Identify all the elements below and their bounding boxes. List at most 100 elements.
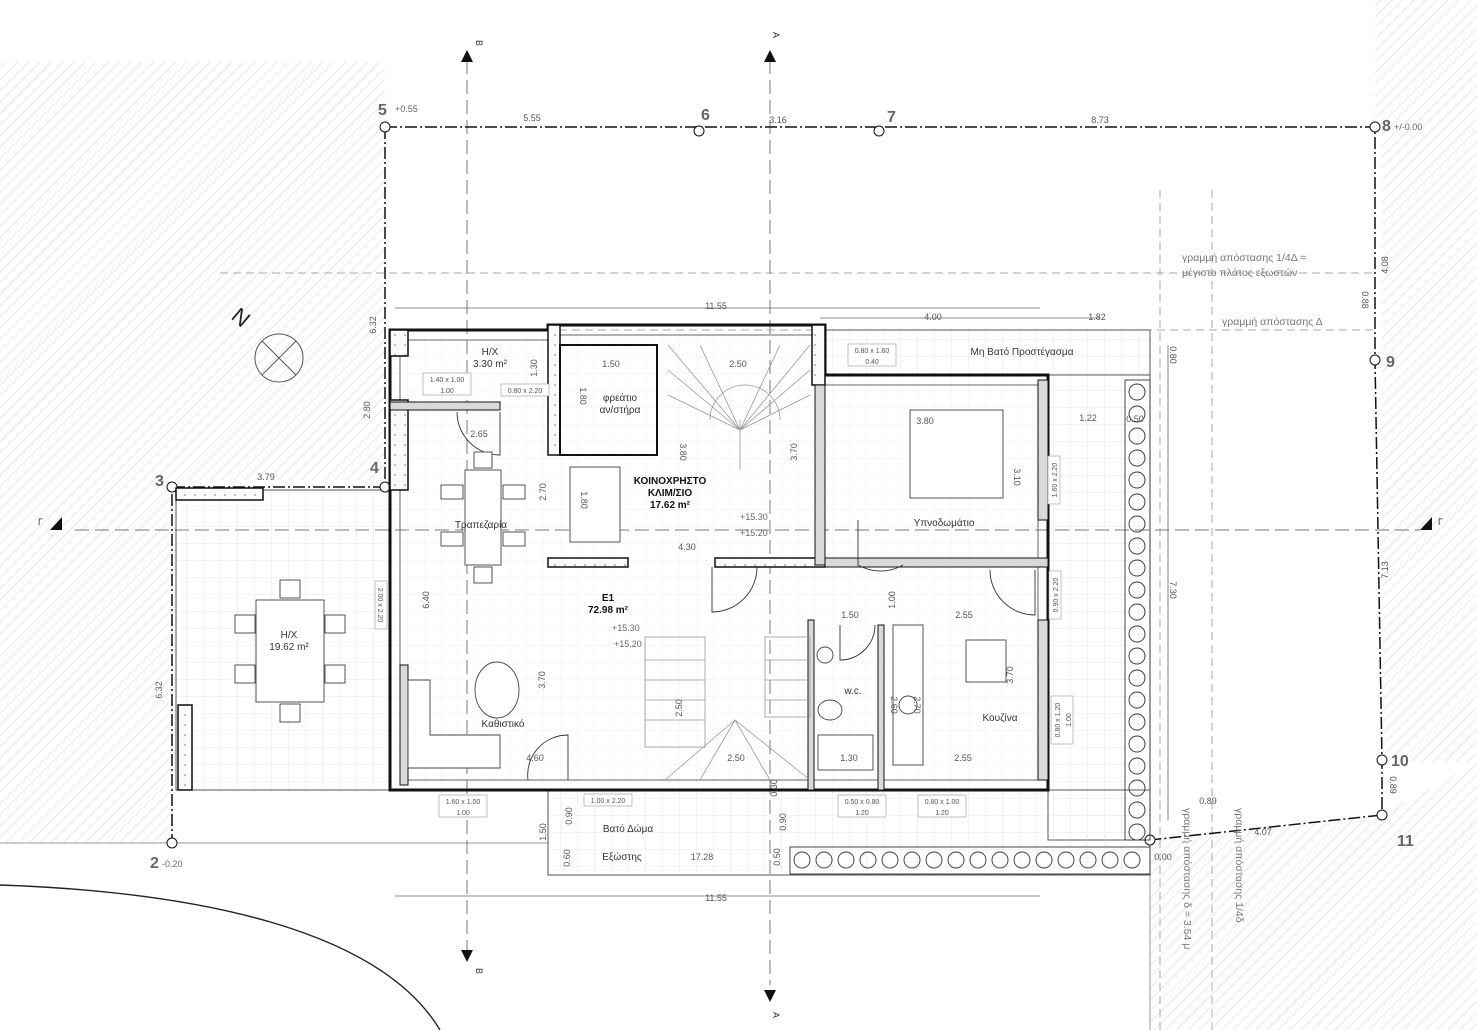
- plant-icon: [859, 851, 877, 869]
- room-label: H/X: [482, 347, 499, 358]
- plant-icon: [793, 851, 811, 869]
- dimension-label: 0.80: [1168, 346, 1178, 364]
- opening-sill: 0.40: [865, 359, 879, 366]
- dimension-label: 5.55: [523, 113, 541, 123]
- dimension-label: 1.22: [1079, 413, 1097, 423]
- plant-icon: [1128, 735, 1146, 753]
- opening-sill: 1.20: [855, 810, 869, 817]
- opening-tag-box: [847, 343, 897, 367]
- level-label: +15.20: [614, 639, 642, 649]
- plant-icon: [1128, 427, 1146, 445]
- opening-tag-box: [438, 794, 488, 818]
- dimension-label: 0.90: [778, 813, 788, 831]
- wheelchair-lift: [569, 466, 621, 543]
- plant-icon: [1128, 647, 1146, 665]
- setback-lines: [220, 190, 1375, 1030]
- dimension-label: 2.70: [538, 483, 548, 501]
- plant-icon: [1101, 851, 1119, 869]
- plant-icon: [1128, 603, 1146, 621]
- dimension-label: 3.70: [789, 443, 799, 461]
- plant-icon: [1013, 851, 1031, 869]
- dimension-label: 3.70: [1005, 666, 1015, 684]
- plant-icon: [903, 851, 921, 869]
- room-label: ΚΛΙΜ/ΣΙΟ: [648, 488, 693, 499]
- plant-icon: [1128, 801, 1146, 819]
- room-labels: H/X3.30 m²φρεάτιοαν/στήραΤραπεζαρίαΚΟΙΝΟ…: [269, 346, 1073, 863]
- setback-notes: γραμμή απόστασης 1/4Δ = μέγιστο πλάτος ε…: [1181, 252, 1323, 949]
- opening-tag-box: [837, 794, 887, 818]
- grid-point-labels: 5 +0.55 6 7 8 +/-0.00 9 10 11 3 4 2 -0.2…: [150, 102, 1422, 872]
- grid-point-2: 2: [150, 855, 159, 872]
- level-labels: +15.30+15.20+15.30+15.20: [612, 512, 768, 649]
- bed: [909, 409, 1004, 499]
- dimension-label: 1.50: [841, 610, 859, 620]
- room-label: w.c.: [843, 686, 861, 697]
- section-label-g-left: Γ: [38, 517, 43, 527]
- opening-tag: 0.80 x 1.001.20: [917, 794, 967, 818]
- plant-icon: [815, 851, 833, 869]
- dimension-label: 3.70: [537, 671, 547, 689]
- plant-icon: [947, 851, 965, 869]
- dimension-label: 1.50: [602, 359, 620, 369]
- room-label: Τραπεζαρία: [455, 519, 507, 531]
- plant-icon: [1128, 559, 1146, 577]
- dimension-label: 6.32: [368, 316, 378, 334]
- plant-icon: [1128, 691, 1146, 709]
- plant-icon: [925, 851, 943, 869]
- planters: [789, 379, 1151, 875]
- dimension-label: 1.80: [578, 387, 588, 405]
- dimension-label: 1.00: [887, 591, 897, 609]
- dimension-label: 2.70: [912, 696, 922, 714]
- dimension-label: 6.32: [154, 681, 164, 699]
- plant-icon: [1128, 779, 1146, 797]
- opening-tag-box: [422, 372, 472, 396]
- kitchen-counter: [892, 624, 924, 766]
- note-setback-small-d: γραμμή απόστασης δ = 3.54 μ: [1181, 808, 1193, 949]
- grid-point-markers: [166, 121, 1388, 849]
- dimension-label: 3.10: [1012, 468, 1022, 486]
- plant-icon: [1128, 471, 1146, 489]
- room-label: 19.62 m²: [269, 642, 309, 653]
- dimension-label: 4.30: [678, 542, 696, 552]
- dimension-label: 8.73: [1091, 115, 1109, 125]
- dimension-label: 0.90: [564, 807, 574, 825]
- dimension-label: 1.80: [579, 491, 589, 509]
- opening-size: 1.00 x 2.20: [591, 798, 626, 805]
- room-label: αν/στήρα: [600, 404, 641, 416]
- level-label: +15.20: [740, 528, 768, 538]
- terrace-table: [255, 599, 325, 703]
- opening-tag: 2.00 x 2.20: [374, 580, 388, 630]
- plant-icon: [1128, 515, 1146, 533]
- plant-icon: [1128, 581, 1146, 599]
- room-label: Κουζίνα: [983, 712, 1018, 724]
- dimension-label: 6.40: [421, 591, 431, 609]
- plant-icon: [1128, 625, 1146, 643]
- plant-icon: [1123, 851, 1141, 869]
- kitchen-island: [965, 639, 1007, 683]
- opening-size: 0.80 x 1.20: [1055, 703, 1062, 738]
- plant-icon: [1128, 493, 1146, 511]
- dimension-label: 2.55: [955, 610, 973, 620]
- north-arrow-icon: [254, 333, 304, 383]
- opening-tag-box: [583, 793, 633, 807]
- opening-size: 0.50 x 0.80: [845, 799, 880, 806]
- plant-icon: [969, 851, 987, 869]
- dimension-label: 7.30: [1168, 581, 1178, 599]
- opening-tag-box: [500, 383, 550, 397]
- dimension-label: 0.60: [562, 849, 572, 867]
- opening-tag-box: [1047, 455, 1061, 505]
- doors: [456, 411, 1036, 781]
- grid-point-9: 9: [1386, 354, 1395, 371]
- note-quarter-small-d: γραμμή απόστασης 1/4δ: [1233, 808, 1245, 923]
- room-label: Υπνοδωμάτιο: [914, 517, 975, 529]
- dimension-label: 0.50: [772, 848, 782, 866]
- dimension-label: 4.07: [1254, 827, 1272, 837]
- plant-icon: [1128, 537, 1146, 555]
- opening-tag: 0.50 x 0.80 1.20: [837, 794, 887, 818]
- dimension-label: 11.55: [705, 301, 727, 311]
- dimension-label: 0.88: [1360, 291, 1370, 309]
- dimension-label: 1.50: [538, 823, 548, 841]
